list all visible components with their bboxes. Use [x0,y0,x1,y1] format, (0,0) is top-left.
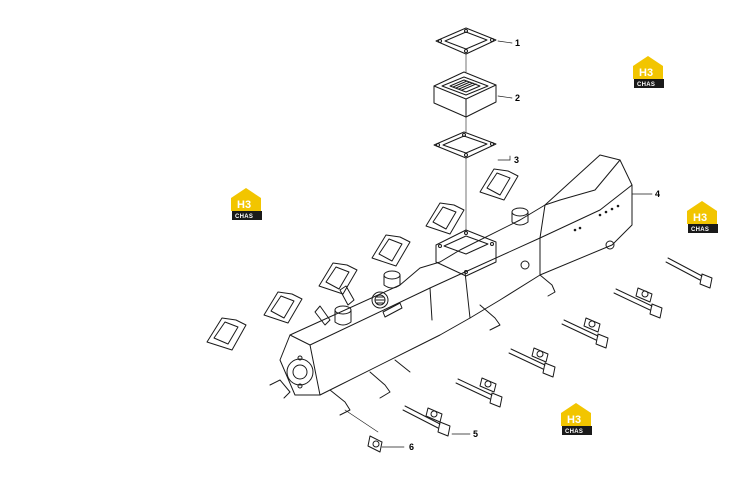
watermark-logo: H3 CHAS [684,200,720,236]
bolt [455,378,503,408]
bolt [613,288,663,319]
watermark-band: CHAS [691,227,709,233]
gasket-bottom [433,131,497,159]
watermark-band: CHAS [565,429,583,435]
watermark-logo: H3 CHAS [630,55,666,91]
callout-1: 1 [515,38,520,48]
watermark-letters: H3 [639,67,653,79]
bolt [508,348,556,378]
adapter-block [433,71,497,118]
manifold-body [269,154,633,416]
bolt [402,405,451,437]
bolt [479,377,497,393]
bolt [665,257,713,289]
watermark-logo: H3 CHAS [558,402,594,438]
bolt [425,407,443,423]
bolts [344,257,713,453]
callout-2: 2 [515,93,520,103]
callout-4: 4 [655,189,660,199]
callout-6: 6 [409,442,414,452]
port-gaskets [206,168,519,351]
watermark-letters: H3 [237,199,251,211]
callout-3: 3 [514,155,519,165]
callout-5: 5 [473,429,478,439]
bolt [583,317,601,333]
watermark-letters: H3 [693,212,707,224]
bolt [344,409,383,453]
watermark-band: CHAS [637,82,655,88]
bolt [531,347,549,363]
watermark-band: CHAS [235,214,253,220]
bolt [561,319,609,349]
bolt [635,287,653,303]
watermark-logo: H3 CHAS [228,187,264,223]
gasket-top [435,27,497,55]
watermark-letters: H3 [567,414,581,426]
